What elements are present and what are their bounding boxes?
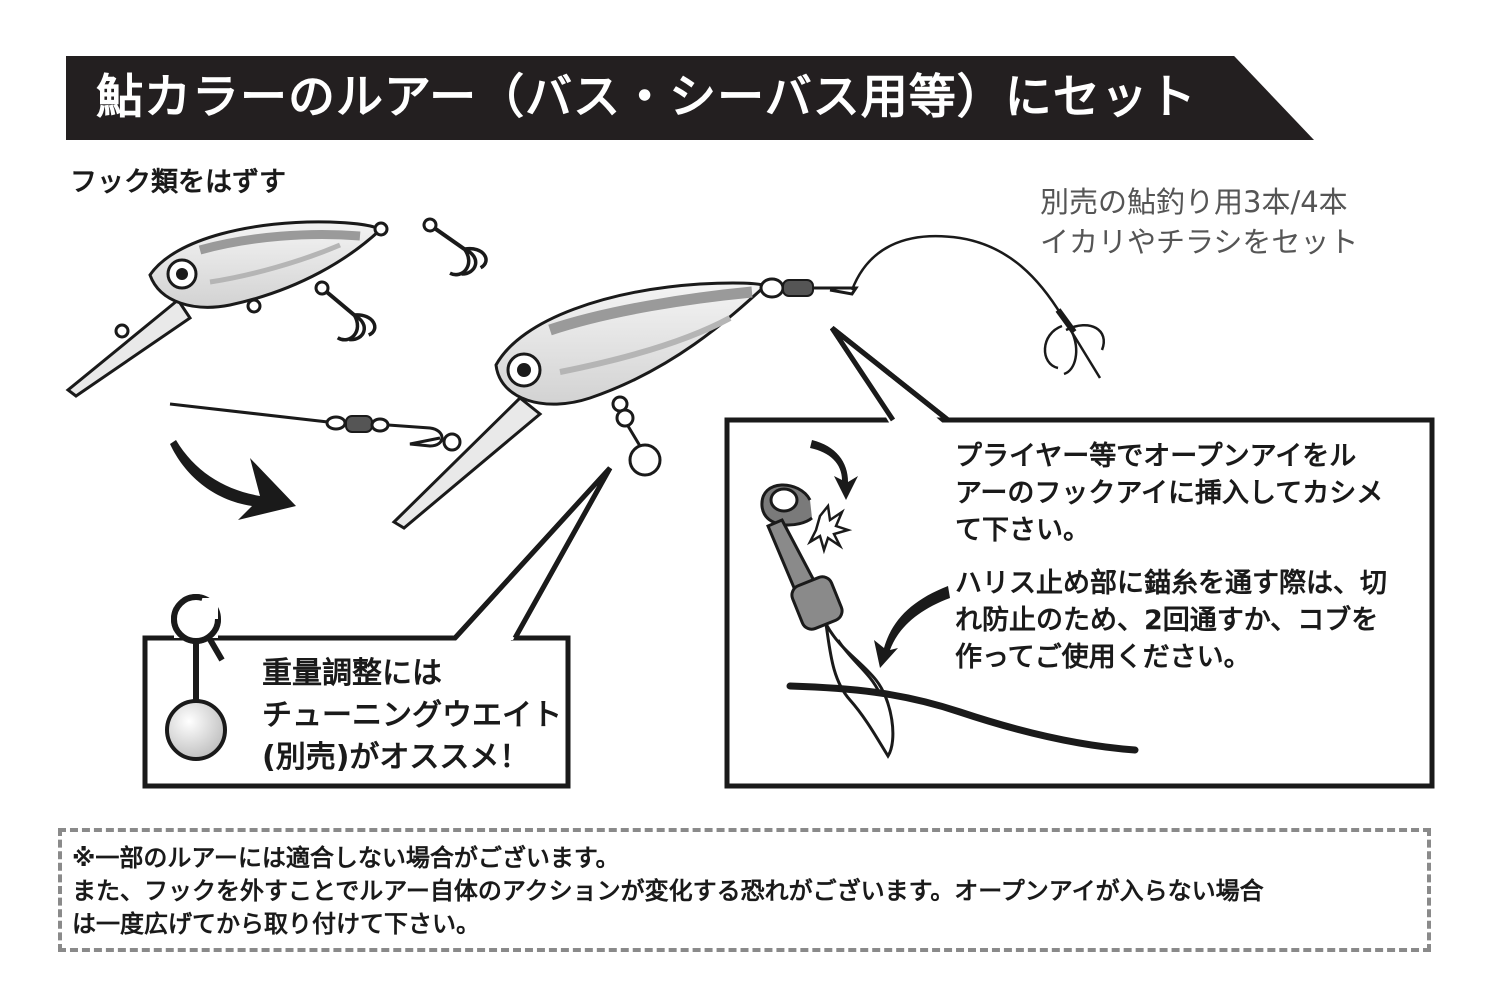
weight-tip-line: チューニングウエイト <box>262 698 562 733</box>
caution-box <box>58 828 1431 952</box>
weight-tip: 重量調整には チューニングウエイト (別売)がオススメ！ <box>262 653 562 779</box>
tuning-weight-icon <box>165 594 227 761</box>
lure-icon <box>65 220 389 398</box>
leader-tip-line: 作ってご使用ください。 <box>955 642 1251 673</box>
open-eye-swivel-icon <box>759 277 859 299</box>
sold-separately-line: イカリやチラシをセット <box>1040 225 1359 259</box>
title-band <box>66 56 1314 140</box>
caution-note: ※一部のルアーには適合しない場合がございます。 また、フックを外すことでルアー自… <box>72 842 1264 941</box>
leader-tip-line: れ防止のため、2回通すか、コブを <box>955 605 1379 636</box>
caution-line: ※一部のルアーには適合しない場合がございます。 <box>72 844 620 872</box>
sold-separately-line: 別売の鮎釣り用3本/4本 <box>1040 185 1348 219</box>
lure-icon <box>391 281 768 530</box>
curved-arrow-icon <box>874 586 950 668</box>
leader-tip-line: ハリス止め部に錨糸を通す際は、切 <box>955 568 1387 599</box>
swivel-callout <box>724 326 1435 789</box>
spark-icon <box>806 502 853 555</box>
pliers-tip-line: プライヤー等でオープンアイをル <box>955 441 1357 472</box>
pliers-tip-line: て下さい。 <box>955 515 1090 546</box>
pliers-tip-line: アーのフックアイに挿入してカシメ <box>955 478 1384 509</box>
curved-arrow-icon <box>810 440 858 500</box>
weight-tip-line: 重量調整には <box>262 656 442 691</box>
caution-line: また、フックを外すことでルアー自体のアクションが変化する恐れがございます。オープ… <box>72 877 1264 905</box>
page-title: 鮎カラーのルアー（バス・シーバス用等）にセット <box>96 70 1197 125</box>
pliers-tip: プライヤー等でオープンアイをル アーのフックアイに挿入してカシメ て下さい。 <box>955 438 1383 549</box>
snap-swivel-icon <box>325 415 462 452</box>
treble-hook-icon <box>422 217 488 277</box>
weight-tip-line: (別売)がオススメ！ <box>262 740 530 775</box>
sold-separately-note: 別売の鮎釣り用3本/4本 イカリやチラシをセット <box>1040 182 1358 262</box>
curved-arrow-icon <box>170 440 296 520</box>
treble-hook-icon <box>314 280 377 342</box>
leader-tip: ハリス止め部に錨糸を通す際は、切 れ防止のため、2回通すか、コブを 作ってご使用… <box>955 565 1387 676</box>
weight-callout <box>142 466 613 789</box>
caution-line: は一度広げてから取り付けて下さい。 <box>72 910 480 938</box>
step-remove-hooks-label: フック類をはずす <box>70 167 286 198</box>
treble-hook-icon <box>1043 308 1105 376</box>
